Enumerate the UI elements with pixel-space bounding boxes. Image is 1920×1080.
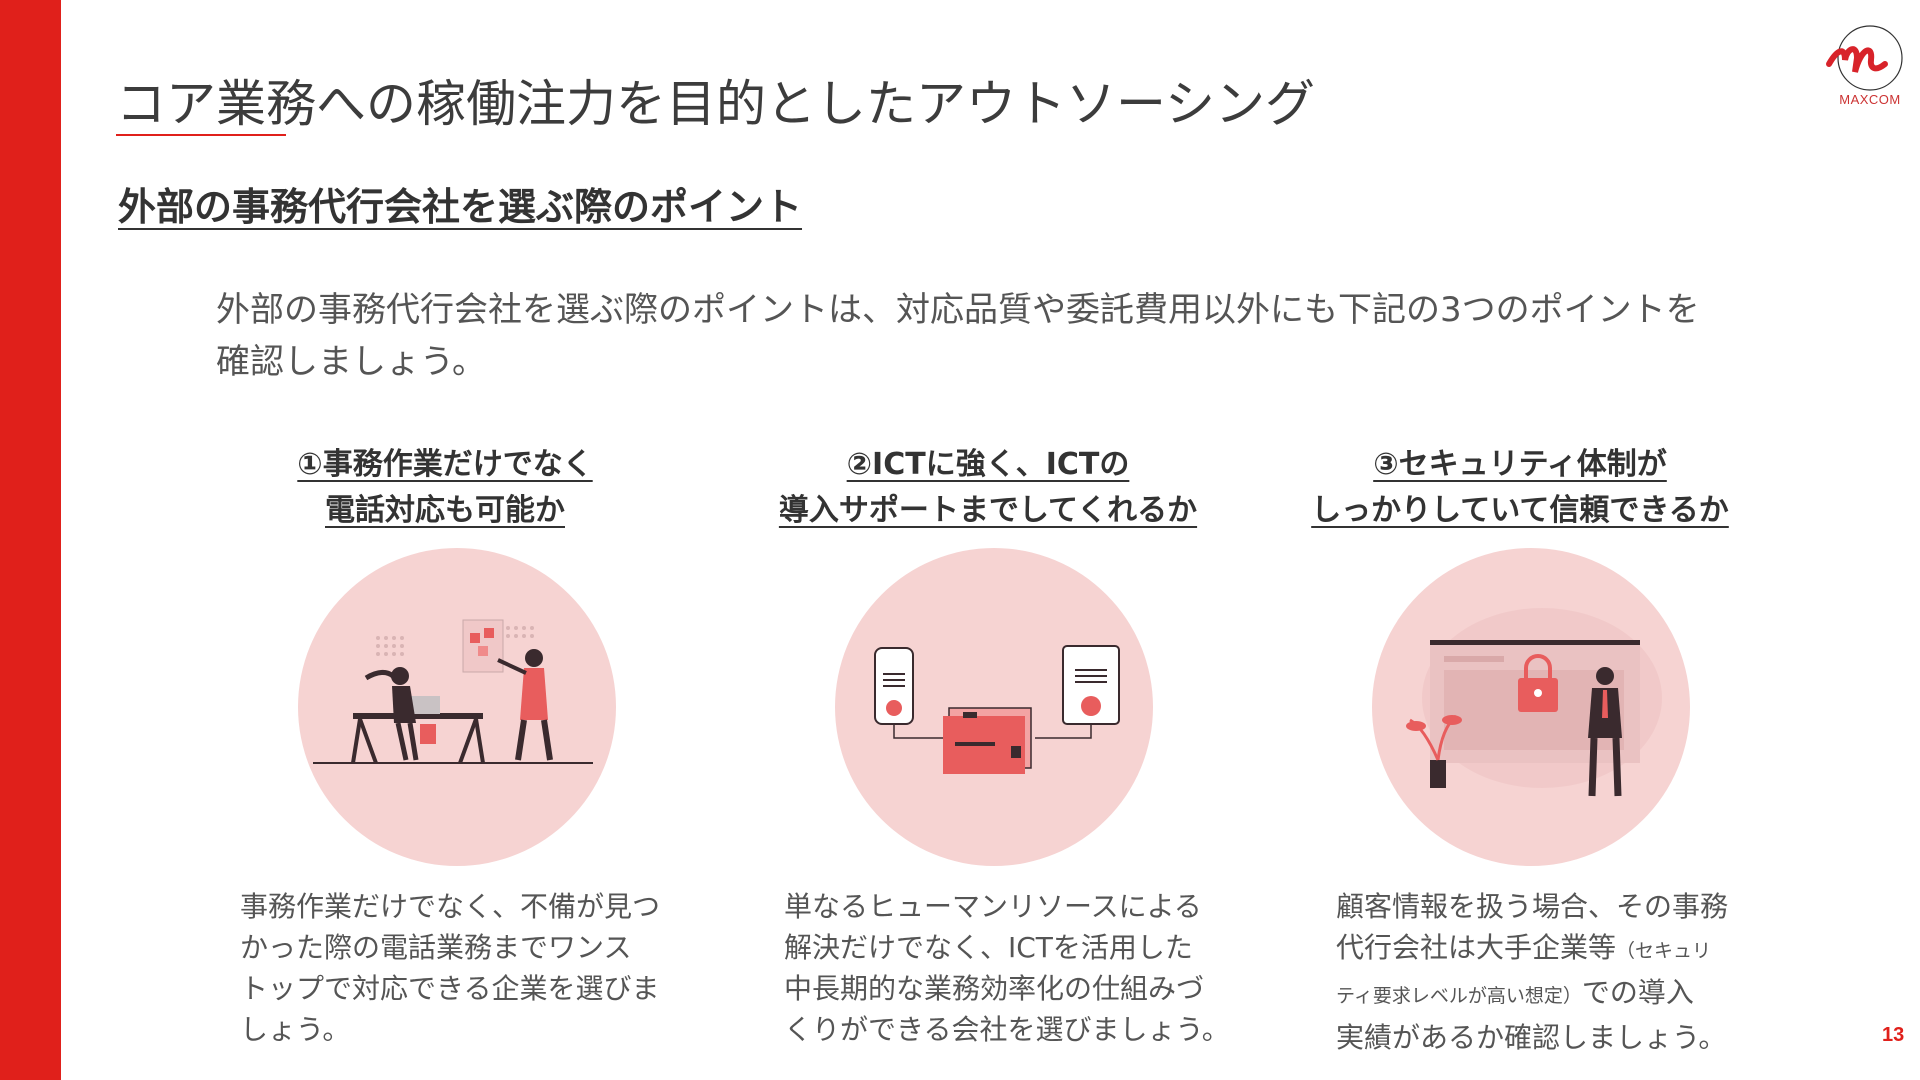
- card-3-body-note-1: （セキュリ: [1616, 940, 1712, 962]
- card-3-body: 顧客情報を扱う場合、その事務 代行会社は大手企業等（セキュリ ティ要求レベルが高…: [1336, 886, 1796, 1058]
- devices-connected-icon: [874, 645, 1120, 774]
- card-1-body-line-3: トップで対応できる企業を選びま: [240, 972, 660, 1005]
- card-3-body-line-2: 代行会社は大手企業等: [1336, 931, 1617, 964]
- card-1-heading-line-2: 電話対応も可能か: [325, 493, 565, 528]
- card-2-illustration: [835, 548, 1153, 866]
- card-1-body-line-1: 事務作業だけでなく、不備が見つ: [240, 890, 661, 923]
- card-3-heading-line-2: しっかりしていて信頼できるか: [1311, 493, 1729, 528]
- card-1-body: 事務作業だけでなく、不備が見つ かった際の電話業務までワンス トップで対応できる…: [240, 886, 700, 1050]
- accent-side-bar: [0, 0, 61, 1080]
- page-title: コア業務への稼働注力を目的としたアウトソーシング: [116, 75, 1315, 133]
- card-2-body-line-3: 中長期的な業務効率化の仕組みづ: [784, 972, 1205, 1005]
- card-2-heading-line-1: ②ICTに強く、ICTの: [846, 447, 1130, 482]
- card-3-body-line-4: 実績があるか確認しましょう。: [1336, 1021, 1727, 1054]
- maxcom-logo-icon: [1826, 25, 1903, 91]
- intro-line-1: 外部の事務代行会社を選ぶ際のポイントは、対応品質や委託費用以外にも下記の3つのポ…: [216, 290, 1700, 330]
- card-2-body-line-2: 解決だけでなく、ICTを活用した: [784, 931, 1193, 964]
- section-subtitle: 外部の事務代行会社を選ぶ際のポイント: [118, 185, 803, 229]
- intro-paragraph: 外部の事務代行会社を選ぶ際のポイントは、対応品質や委託費用以外にも下記の3つのポ…: [216, 284, 1816, 388]
- card-1-body-line-4: しょう。: [240, 1013, 351, 1046]
- logo-text: MAXCOM: [1839, 92, 1901, 107]
- card-2-heading-line-2: 導入サポートまでしてくれるか: [778, 493, 1198, 528]
- card-3-illustration: [1372, 548, 1690, 866]
- card-2-heading: ②ICTに強く、ICTの 導入サポートまでしてくれるか: [728, 442, 1248, 534]
- security-lock-icon: [1406, 608, 1662, 797]
- card-3-body-line-1: 顧客情報を扱う場合、その事務: [1336, 890, 1729, 923]
- card-1-heading-line-1: ①事務作業だけでなく: [297, 447, 593, 482]
- card-1-illustration: [298, 548, 616, 866]
- title-underline: [116, 134, 286, 136]
- card-2-body-line-4: くりができる会社を選びましょう。: [784, 1013, 1230, 1046]
- card-3-heading-line-1: ③セキュリティ体制が: [1373, 447, 1667, 482]
- card-1-heading: ①事務作業だけでなく 電話対応も可能か: [245, 442, 645, 534]
- card-3-body-line-3: での導入: [1581, 976, 1694, 1009]
- card-3-body-note-2: ティ要求レベルが高い想定）: [1336, 985, 1582, 1007]
- card-2-body: 単なるヒューマンリソースによる 解決だけでなく、ICTを活用した 中長期的な業務…: [784, 886, 1264, 1050]
- intro-line-2: 確認しましょう。: [216, 342, 486, 382]
- card-3-heading: ③セキュリティ体制が しっかりしていて信頼できるか: [1270, 442, 1770, 534]
- card-2-body-line-1: 単なるヒューマンリソースによる: [784, 890, 1202, 923]
- page-number: 13: [1882, 1024, 1905, 1046]
- office-workers-icon: [313, 619, 593, 764]
- card-1-body-line-2: かった際の電話業務までワンス: [240, 931, 632, 964]
